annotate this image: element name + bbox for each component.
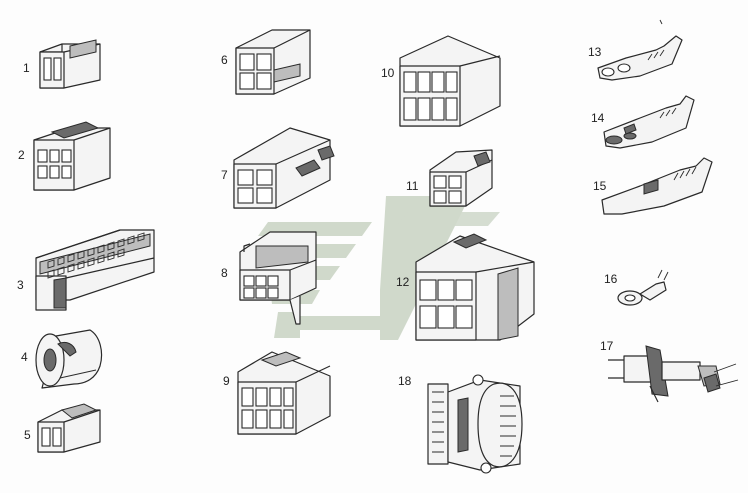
connector-17	[608, 345, 739, 403]
connector-5	[37, 403, 101, 453]
connector-3	[35, 229, 155, 311]
connector-9	[237, 351, 331, 435]
part-label-17: 17	[600, 339, 614, 353]
connector-6	[235, 29, 311, 95]
part-label-13: 13	[588, 45, 602, 59]
part-label-4: 4	[21, 350, 28, 364]
part-label-11: 11	[406, 179, 419, 193]
part-label-1: 1	[23, 61, 30, 75]
part-label-12: 12	[396, 275, 410, 289]
part-label-16: 16	[604, 272, 618, 286]
tick-mark	[659, 19, 663, 25]
part-label-3: 3	[17, 278, 24, 292]
connector-11	[429, 149, 493, 207]
connector-12	[415, 233, 535, 341]
part-label-5: 5	[24, 428, 31, 442]
terminal-16	[617, 269, 669, 306]
connector-10	[399, 35, 501, 127]
connector-8	[239, 231, 317, 325]
part-label-18: 18	[398, 374, 412, 388]
connector-18	[427, 374, 523, 474]
part-label-15: 15	[593, 179, 607, 193]
connector-2	[33, 121, 111, 191]
terminal-15	[601, 157, 713, 215]
part-label-8: 8	[221, 266, 228, 280]
part-label-10: 10	[381, 66, 395, 80]
part-label-9: 9	[223, 374, 230, 388]
part-label-14: 14	[591, 111, 605, 125]
part-label-7: 7	[221, 168, 228, 182]
part-label-2: 2	[18, 148, 25, 162]
connector-1	[39, 39, 101, 89]
connector-7	[233, 127, 335, 209]
terminal-13	[597, 35, 683, 81]
part-label-6: 6	[221, 53, 228, 67]
terminal-14	[603, 95, 695, 149]
connector-4	[35, 329, 103, 389]
